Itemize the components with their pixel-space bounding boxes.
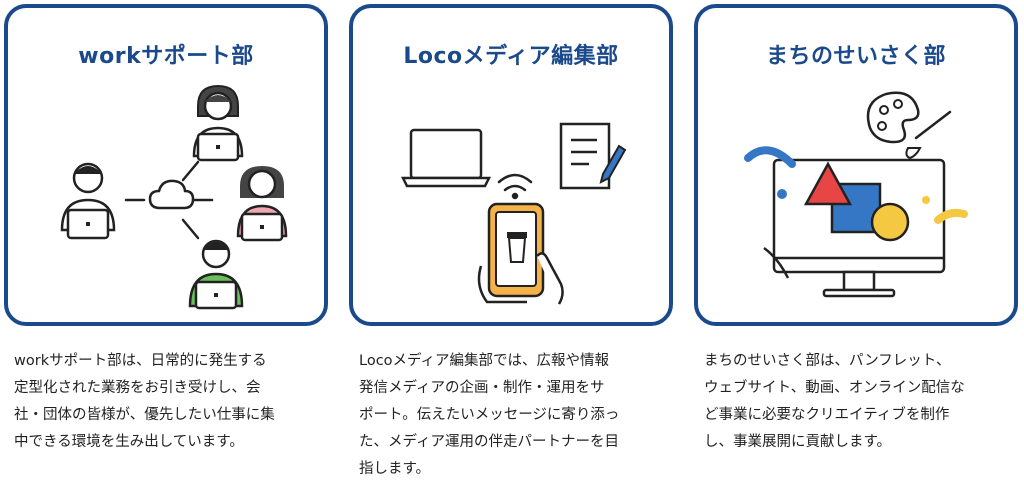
person-left-icon	[60, 162, 116, 240]
card-title: まちのせいさく部	[765, 44, 946, 69]
circle-shape	[870, 202, 910, 242]
paintbrush-icon	[905, 110, 952, 160]
finger-icon	[536, 252, 564, 305]
palette-icon	[866, 91, 920, 144]
description-town-production: まちのせいさく部は、パンフレット、 ウェブサイト、動画、オンライン配信な ど事業…	[704, 353, 965, 450]
card-town-production: まちのせいさく部	[694, 4, 1018, 326]
triangle-shape	[803, 161, 853, 206]
person-top-icon	[192, 84, 244, 162]
card-title: workサポート部	[78, 44, 254, 69]
person-bottom-icon	[188, 239, 244, 310]
person-right-icon	[236, 166, 288, 242]
cloud-icon	[148, 179, 195, 210]
description-media-editing: Locoメディア編集部では、広報や情報 発信メディアの企画・制作・運用をサ ポー…	[359, 353, 620, 477]
card-work-support: workサポート部	[4, 4, 328, 326]
creative-illustration	[744, 91, 968, 298]
description-work-support: workサポート部は、日常的に発生する 定型化された業務をお引き受けし、会 社・…	[14, 353, 275, 450]
wifi-icon	[497, 173, 533, 200]
card-media-editing: Locoメディア編集部	[349, 4, 673, 326]
blue-brush-stroke	[744, 146, 796, 168]
media-illustration	[400, 122, 627, 305]
card-title: Locoメディア編集部	[403, 44, 619, 69]
yellow-brush-stroke	[934, 208, 968, 224]
smartphone-icon	[487, 202, 545, 298]
document-icon	[559, 122, 627, 190]
laptop-icon	[400, 128, 492, 188]
people-network-illustration	[60, 84, 288, 310]
hand-icon	[477, 265, 527, 304]
